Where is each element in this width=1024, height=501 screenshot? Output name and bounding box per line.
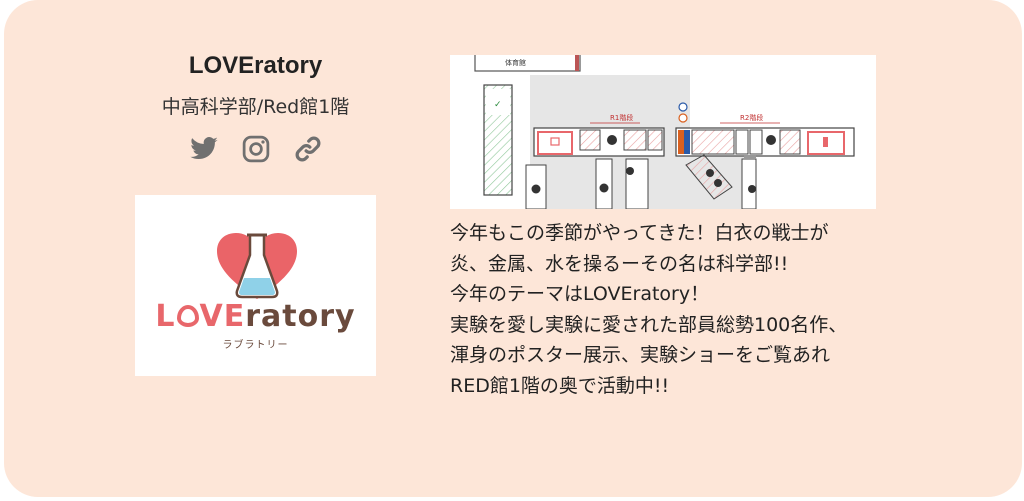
club-header: LOVEratory 中高科学部/Red館1階 <box>135 50 376 164</box>
club-location: 中高科学部/Red館1階 <box>161 96 350 118</box>
floor-map: 体育館 ✓ R1階段 <box>450 55 876 209</box>
club-description: 今年もこの季節がやってきた！白衣の戦士が 炎、金属、水を操るーその名は科学部!!… <box>450 218 920 402</box>
social-links <box>135 134 376 164</box>
logo-reading: ラブラトリー <box>222 340 289 351</box>
map-label-stairs-r1: R1階段 <box>610 113 633 122</box>
club-name: LOVEratory <box>188 52 323 79</box>
map-label-gym: 体育館 <box>505 58 526 67</box>
description-line: 今年もこの季節がやってきた！白衣の戦士が <box>450 222 829 244</box>
description-line: 渾身のポスター展示、実験ショーをご覧あれ <box>450 344 831 367</box>
description-line: RED館1階の奥で活動中!! <box>450 374 670 397</box>
heart-flask-icon <box>217 233 297 299</box>
link-icon[interactable] <box>293 134 323 164</box>
description-line: 実験を愛し実験に愛された部員総勢100名作、 <box>450 313 848 336</box>
svg-text:✓: ✓ <box>494 100 502 110</box>
description-line: 炎、金属、水を操るーその名は科学部!! <box>450 252 789 275</box>
twitter-icon[interactable] <box>189 134 219 164</box>
map-label-stairs-r2: R2階段 <box>740 113 763 122</box>
instagram-icon[interactable] <box>241 134 271 164</box>
description-line: 今年のテーマはLOVEratory！ <box>450 283 710 306</box>
